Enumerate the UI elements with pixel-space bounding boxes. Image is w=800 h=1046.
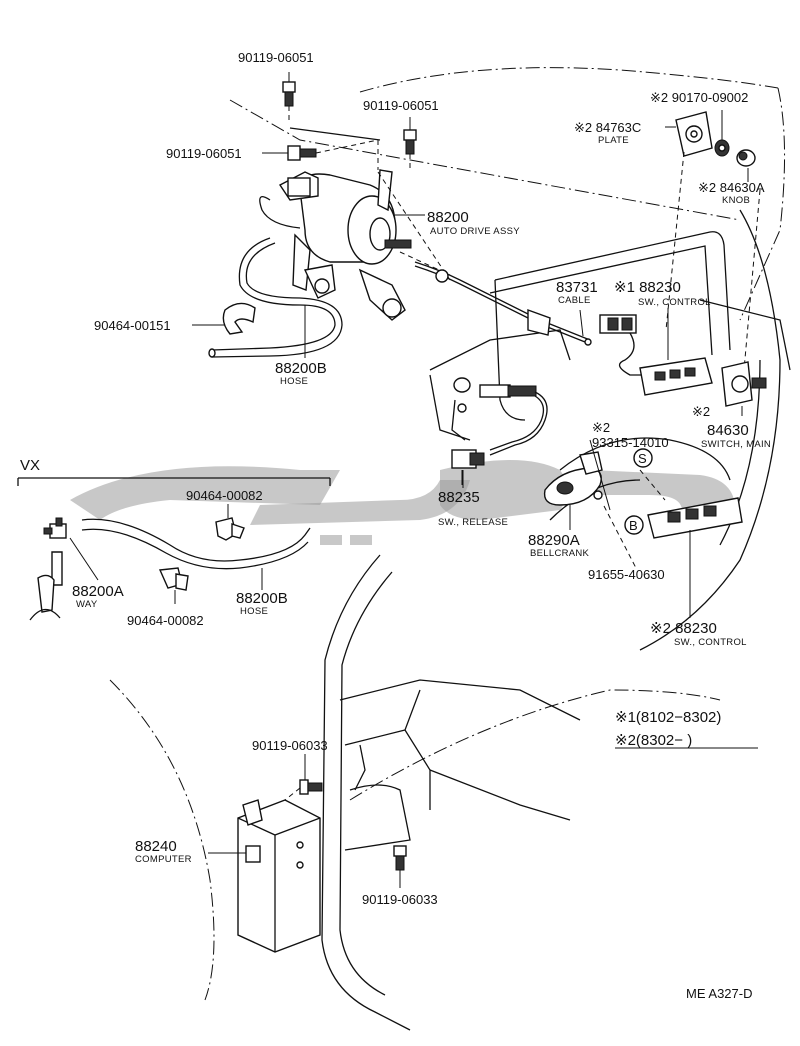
label-90464-00151: 90464-00151 — [94, 318, 171, 333]
release-switch-88235 — [451, 377, 548, 485]
knob-84630a — [736, 149, 756, 182]
control-switch-88230-1 — [599, 308, 713, 396]
bolt-90119-06051-left — [262, 139, 379, 170]
watermark-logo — [70, 460, 736, 545]
door-lower-panel — [321, 554, 581, 1031]
label-90119-06033-a: 90119-06033 — [252, 738, 328, 753]
name-hose: HOSE — [280, 376, 308, 387]
nut-90170-09002 — [714, 110, 730, 157]
knob-to-switch-leader — [665, 151, 761, 371]
name-computer: COMPUTER — [135, 854, 192, 865]
label-90170-09002: ※2 90170-09002 — [650, 90, 748, 105]
legend-1: ※1(8102−8302) — [615, 709, 721, 726]
cable-83731 — [414, 261, 592, 346]
label-90119-06033-b: 90119-06033 — [362, 892, 438, 907]
bolt-90119-06033-a — [284, 754, 323, 801]
labels: 90119-06051 90119-06051 90119-06051 8820… — [20, 50, 771, 1001]
label-vx: VX — [20, 457, 40, 474]
label-83731: 83731 — [556, 279, 598, 296]
name-switch-main: SWITCH, MAIN — [701, 439, 771, 450]
reference-code: ME A327-D — [686, 986, 752, 1001]
label-84630-mark: ※2 — [692, 404, 710, 419]
hose-88200b-upper — [208, 237, 343, 358]
leader-lines — [304, 214, 464, 488]
bolt-90119-06033-b — [393, 845, 407, 888]
name-sw-release: SW., RELEASE — [438, 517, 508, 528]
auto-drive-assy — [259, 127, 451, 321]
name-knob: KNOB — [722, 195, 750, 206]
label-93315-14010: 93315-14010 — [592, 435, 669, 450]
clamp-90464-00151 — [192, 302, 256, 335]
marker-s: S — [633, 448, 653, 468]
label-88235: 88235 — [438, 489, 480, 506]
bolt-90119-06051-mid — [403, 117, 417, 172]
marker-s-text: S — [638, 451, 647, 466]
hose-88200b-vx — [81, 518, 311, 590]
clamp-90464-00082-b — [158, 567, 189, 604]
label-91655-40630: 91655-40630 — [588, 567, 665, 582]
label-88240: 88240 — [135, 838, 177, 855]
marker-b-text: B — [629, 518, 638, 533]
label-90119-06051-mid: 90119-06051 — [363, 98, 439, 113]
clamp-90464-00082-a — [215, 504, 245, 541]
label-90464-00082-a: 90464-00082 — [186, 488, 263, 503]
bolt-90119-06051-top — [282, 72, 296, 120]
label-90119-06051-top: 90119-06051 — [238, 50, 314, 65]
control-switch-88230-2 — [639, 469, 743, 618]
label-88200b-vx: 88200B — [236, 590, 288, 607]
name-bellcrank: BELLCRANK — [530, 548, 590, 559]
label-90464-00082-b: 90464-00082 — [127, 613, 204, 628]
label-90119-06051-left: 90119-06051 — [166, 146, 242, 161]
label-88230-1: ※1 88230 — [614, 279, 681, 296]
name-cable: CABLE — [558, 295, 591, 306]
marker-b: B — [624, 515, 644, 535]
label-88290a: 88290A — [528, 532, 580, 549]
way-88200a — [29, 517, 99, 621]
bellcrank-88290a — [543, 439, 637, 569]
label-84630: 84630 — [707, 422, 749, 439]
label-88230-2: ※2 88230 — [650, 620, 717, 637]
computer-88240 — [208, 799, 321, 953]
name-sw-control-1: SW., CONTROL — [638, 297, 711, 308]
label-88200b: 88200B — [275, 360, 327, 377]
name-way: WAY — [76, 599, 98, 610]
label-84630a: ※2 84630A — [698, 180, 765, 195]
legend-2: ※2(8302− ) — [615, 732, 692, 749]
car-body-outline — [109, 67, 786, 1001]
vx-bracket — [17, 477, 331, 486]
label-93315-mark: ※2 — [592, 420, 610, 435]
plate-84763c — [665, 111, 713, 157]
main-switch-84630 — [721, 361, 767, 416]
name-sw-control-2: SW., CONTROL — [674, 637, 747, 648]
label-88200: 88200 — [427, 209, 469, 226]
name-plate: PLATE — [598, 135, 629, 146]
label-88200a: 88200A — [72, 583, 124, 600]
name-hose-vx: HOSE — [240, 606, 268, 617]
label-84763c: ※2 84763C — [574, 120, 641, 135]
name-auto-drive-assy: AUTO DRIVE ASSY — [430, 226, 520, 237]
